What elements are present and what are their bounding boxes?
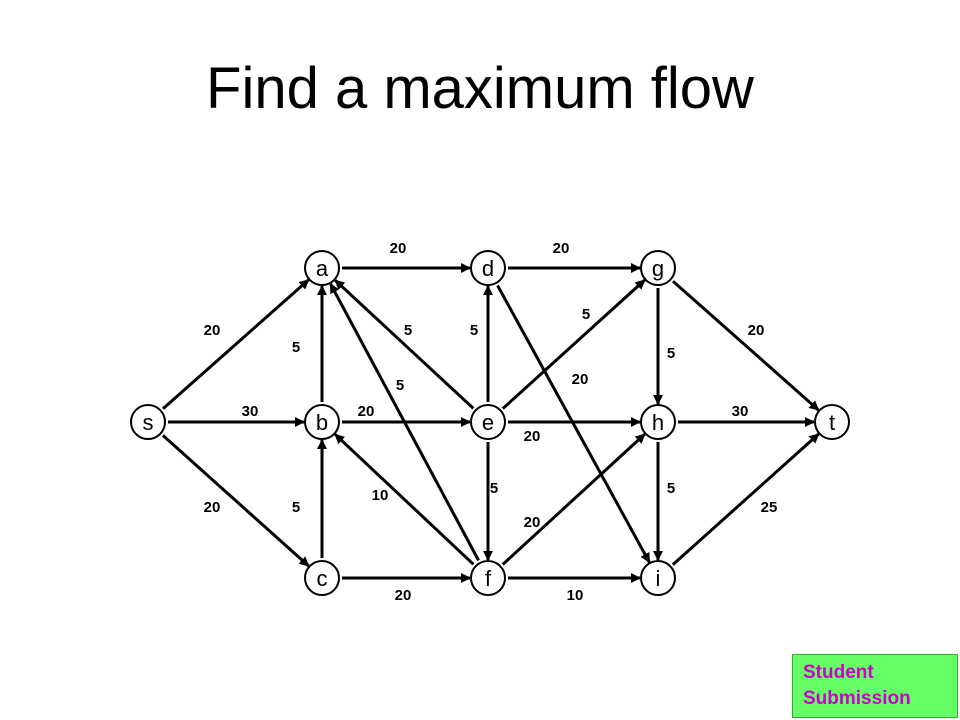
capacity-label-f-i: 10 bbox=[567, 587, 584, 604]
submit-label-line1: Student bbox=[803, 662, 874, 683]
node-s: s bbox=[130, 404, 166, 440]
capacity-label-g-h: 5 bbox=[667, 345, 675, 362]
node-circle-g bbox=[640, 250, 676, 286]
capacity-label-s-c: 20 bbox=[204, 499, 221, 516]
node-circle-a bbox=[304, 250, 340, 286]
edge-e-a bbox=[334, 279, 475, 410]
node-label-f: f bbox=[485, 566, 492, 591]
node-t: t bbox=[814, 404, 850, 440]
node-label-h: h bbox=[652, 410, 664, 435]
node-circle-h bbox=[640, 404, 676, 440]
node-c: c bbox=[304, 560, 340, 596]
node-circle-s bbox=[130, 404, 166, 440]
node-label-a: a bbox=[316, 256, 329, 281]
node-h: h bbox=[640, 404, 676, 440]
capacity-label-e-g: 5 bbox=[582, 306, 590, 323]
capacity-label-e-f: 5 bbox=[490, 480, 498, 497]
node-g: g bbox=[640, 250, 676, 286]
capacity-label-h-i: 5 bbox=[667, 480, 675, 497]
edge-f-b bbox=[334, 433, 475, 566]
capacity-label-d-i: 20 bbox=[572, 371, 589, 388]
capacity-label-f-b: 10 bbox=[372, 487, 389, 504]
submit-label-line2: Submission bbox=[803, 688, 911, 709]
node-circle-e bbox=[470, 404, 506, 440]
node-b: b bbox=[304, 404, 340, 440]
capacity-label-s-b: 30 bbox=[242, 403, 259, 420]
edge-i-t bbox=[671, 432, 820, 566]
edge-d-i bbox=[496, 284, 651, 564]
capacity-label-b-a: 5 bbox=[292, 339, 300, 356]
node-label-e: e bbox=[482, 410, 494, 435]
node-label-g: g bbox=[652, 256, 664, 281]
node-circle-c bbox=[304, 560, 340, 596]
capacity-label-b-e: 20 bbox=[358, 403, 375, 420]
node-circle-f bbox=[470, 560, 506, 596]
node-label-b: b bbox=[316, 410, 328, 435]
node-label-i: i bbox=[656, 566, 661, 591]
capacity-label-s-a: 20 bbox=[204, 322, 221, 339]
slide-title: Find a maximum flow bbox=[206, 56, 754, 121]
node-circle-d bbox=[470, 250, 506, 286]
node-e: e bbox=[470, 404, 506, 440]
node-label-c: c bbox=[317, 566, 328, 591]
node-label-s: s bbox=[143, 410, 154, 435]
node-f: f bbox=[470, 560, 506, 596]
node-label-d: d bbox=[482, 256, 494, 281]
capacity-label-c-b: 5 bbox=[292, 499, 300, 516]
student-submission-button[interactable]: Student Submission bbox=[792, 654, 958, 718]
edge-s-c bbox=[161, 434, 310, 568]
capacity-label-c-f: 20 bbox=[395, 587, 412, 604]
capacity-label-f-a: 5 bbox=[396, 377, 404, 394]
node-circle-i bbox=[640, 560, 676, 596]
edge-f-h bbox=[501, 433, 646, 566]
capacity-label-e-h: 20 bbox=[524, 428, 541, 445]
capacity-label-f-h: 20 bbox=[524, 514, 541, 531]
capacity-label-e-d: 5 bbox=[470, 322, 478, 339]
node-d: d bbox=[470, 250, 506, 286]
edge-s-a bbox=[161, 278, 310, 410]
capacity-label-d-g: 20 bbox=[553, 240, 570, 257]
node-a: a bbox=[304, 250, 340, 286]
capacity-label-a-d: 20 bbox=[390, 240, 407, 257]
node-circle-t bbox=[814, 404, 850, 440]
edge-e-g bbox=[501, 278, 646, 410]
capacity-label-i-t: 25 bbox=[761, 499, 778, 516]
node-i: i bbox=[640, 560, 676, 596]
capacity-label-h-t: 30 bbox=[732, 403, 749, 420]
capacity-label-e-a: 5 bbox=[404, 322, 412, 339]
capacity-label-g-t: 20 bbox=[748, 322, 765, 339]
edge-g-t bbox=[671, 280, 820, 412]
node-label-t: t bbox=[829, 410, 835, 435]
node-circle-b bbox=[304, 404, 340, 440]
